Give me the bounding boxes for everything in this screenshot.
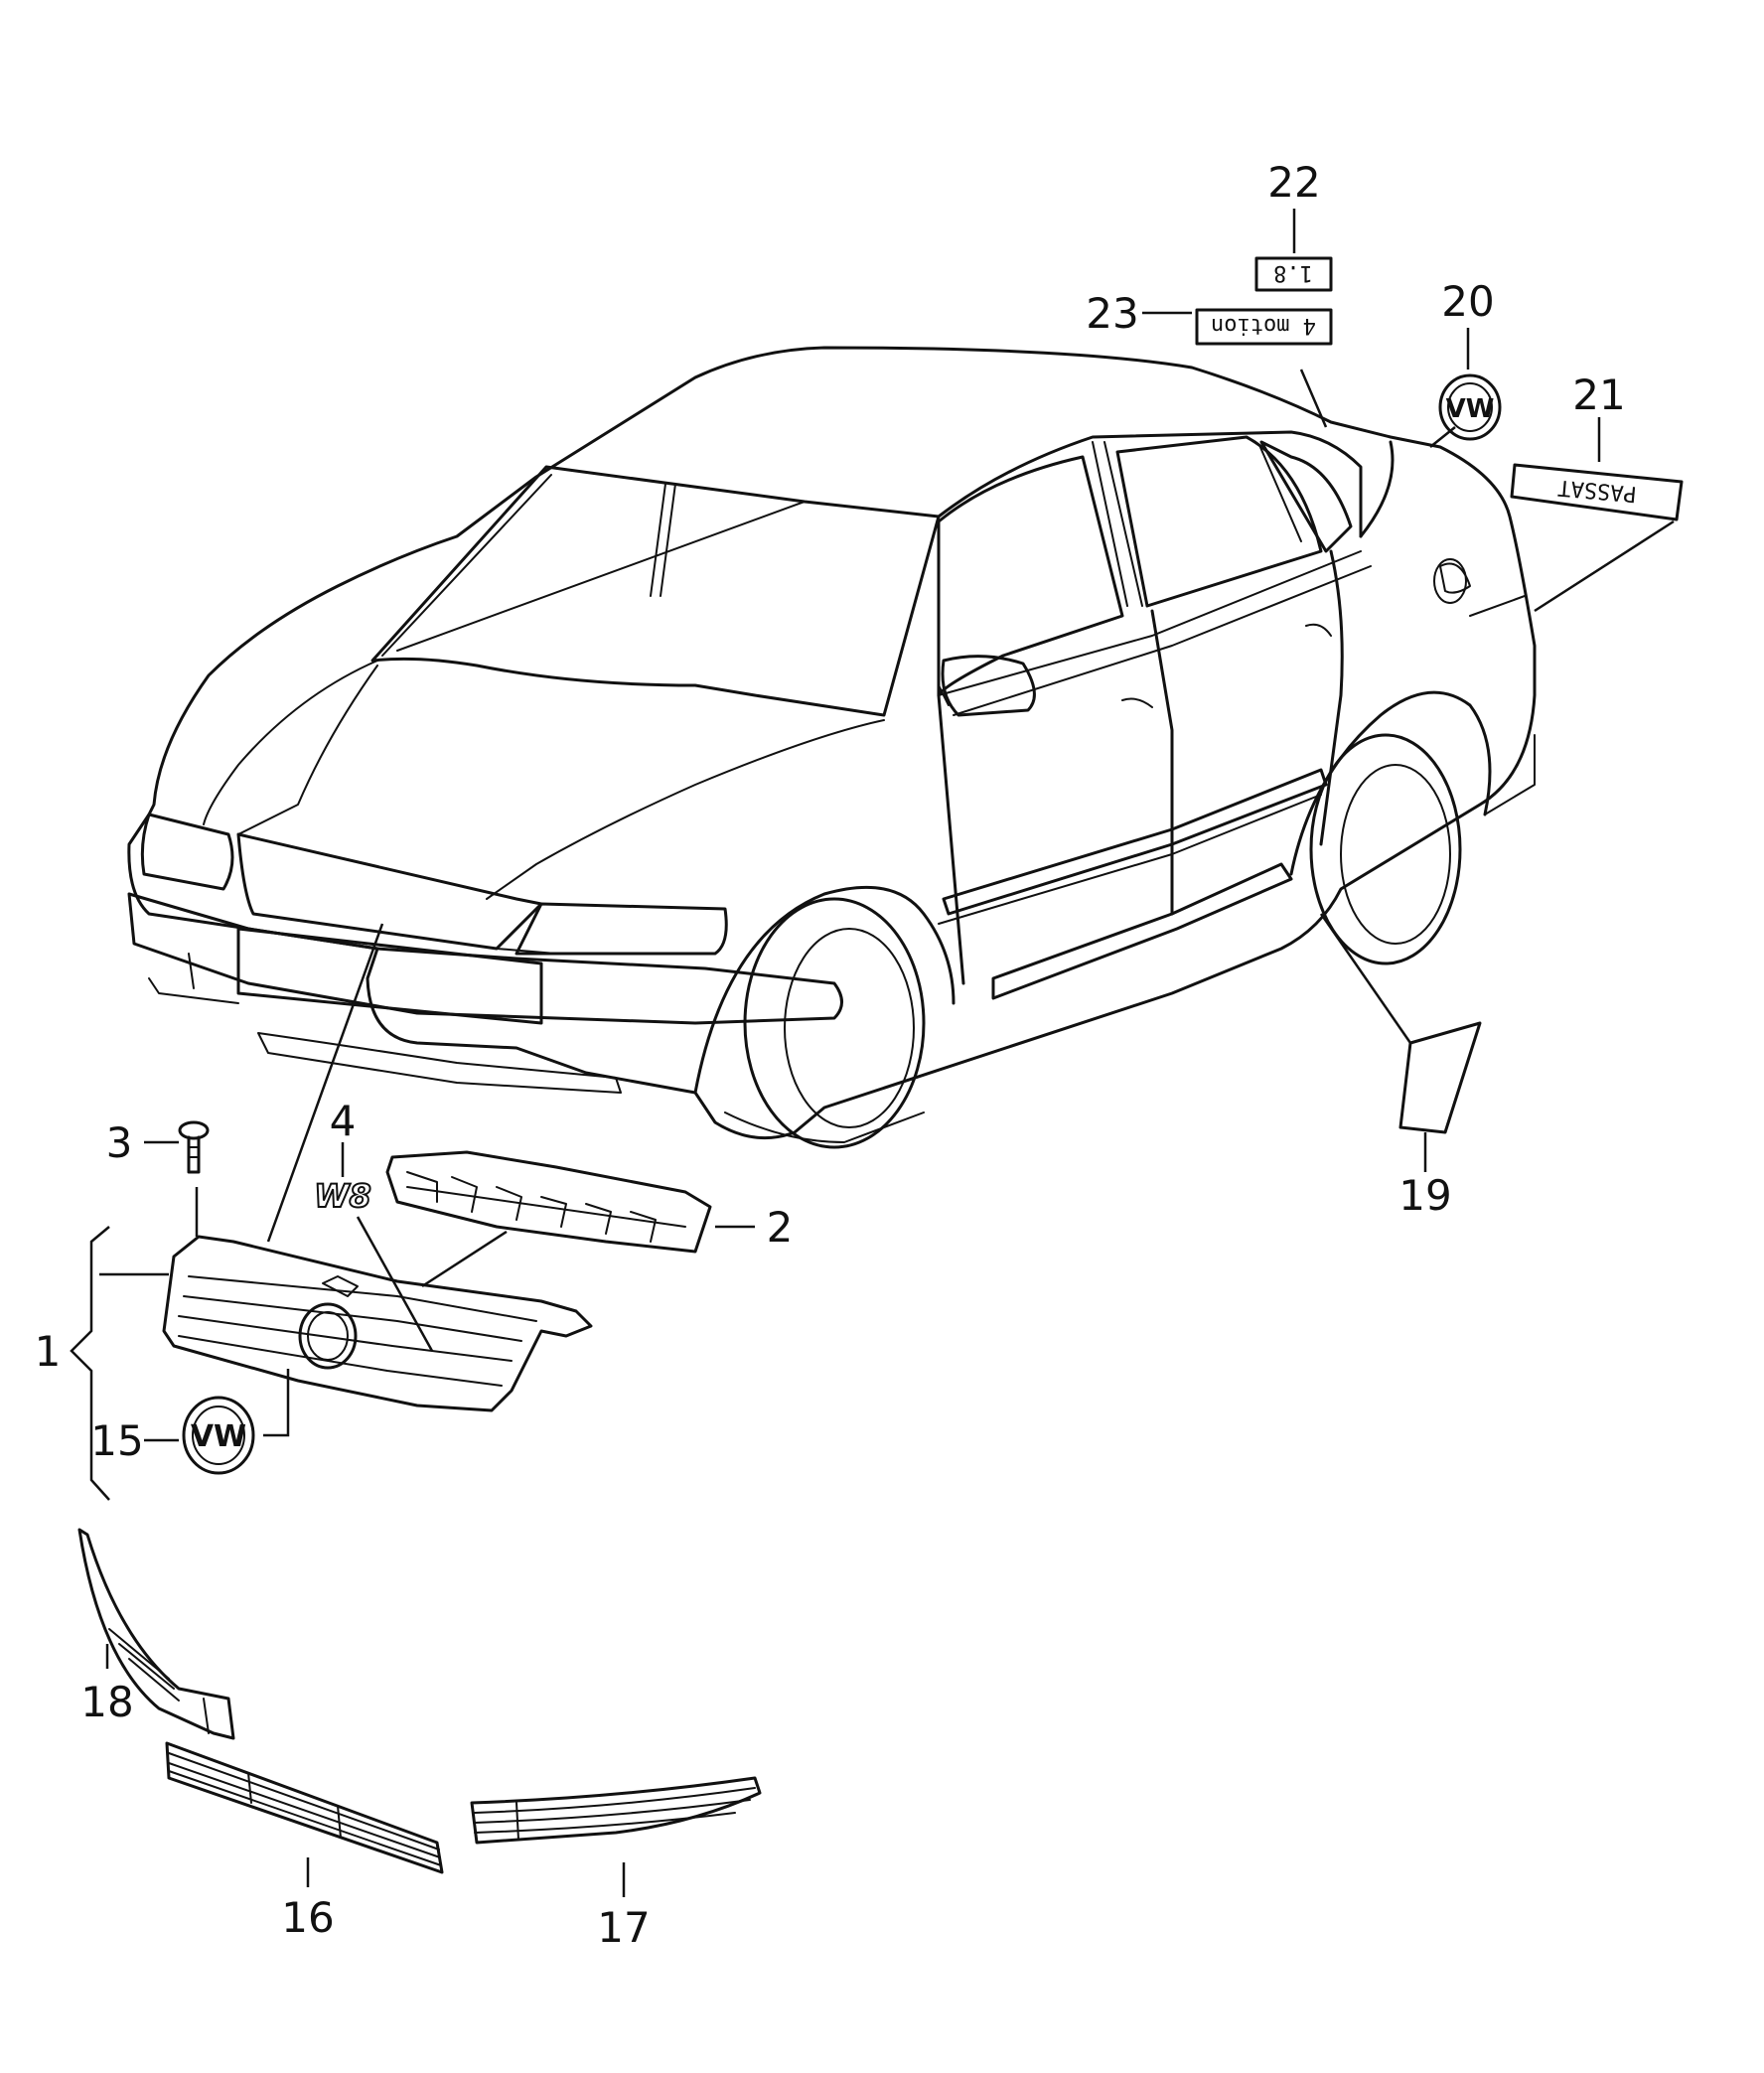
grille-insert: [385, 1150, 755, 1254]
bumper-grille-center: [165, 1741, 444, 1887]
badge-drive-text: 4 motion: [1211, 313, 1316, 338]
radiator-grille: [162, 923, 593, 1412]
side-protection-strip: [1319, 913, 1482, 1172]
badge-drive: 4 motion: [1142, 308, 1333, 428]
callout-labels: 22 23 20 21 19 4 3 2 1 15 18 16 17: [35, 158, 1626, 1952]
badge-engine: W8: [313, 1142, 434, 1352]
car-illustration: [127, 346, 1537, 1149]
callout-22: 22: [1267, 158, 1320, 207]
callout-3: 3: [106, 1118, 133, 1167]
callout-1: 1: [35, 1327, 62, 1376]
vw-logo-icon: VW: [191, 1419, 246, 1454]
bumper-grille-side: [77, 1528, 235, 1740]
badge-engine-text: W8: [314, 1177, 371, 1215]
callout-19: 19: [1398, 1171, 1451, 1220]
bumper-grille-right: [470, 1776, 762, 1897]
callout-21: 21: [1572, 370, 1625, 419]
assembly-bracket: [70, 1226, 169, 1501]
vw-emblem-rear: VW: [1429, 328, 1502, 448]
badge-displacement-text: 1.8: [1273, 260, 1313, 285]
callout-15: 15: [90, 1416, 143, 1465]
screw: [144, 1120, 210, 1237]
callout-17: 17: [597, 1903, 650, 1952]
badge-model-text: PASSAT: [1556, 475, 1637, 507]
callout-2: 2: [767, 1203, 794, 1252]
badge-model: PASSAT: [1510, 417, 1684, 613]
callout-20: 20: [1441, 277, 1494, 326]
callout-18: 18: [80, 1678, 133, 1726]
callout-16: 16: [281, 1893, 334, 1942]
callout-4: 4: [330, 1097, 357, 1145]
callout-23: 23: [1086, 289, 1138, 338]
badge-displacement: 1.8: [1254, 209, 1333, 292]
vw-logo-icon: VW: [1446, 394, 1495, 424]
vw-emblem-front: VW: [144, 1369, 290, 1475]
